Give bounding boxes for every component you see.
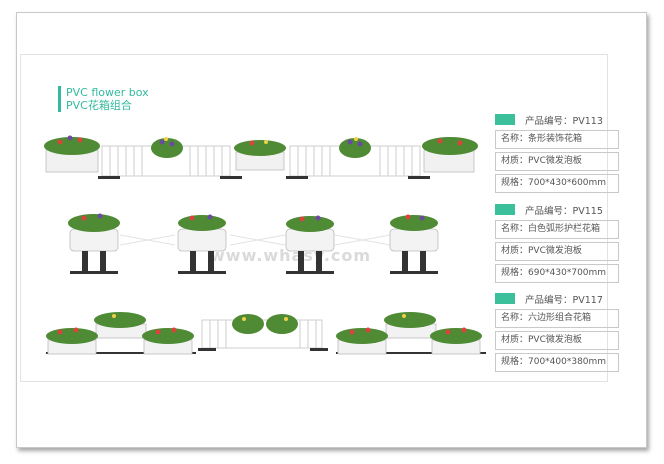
heading-chinese: PVC花箱组合 [66,99,132,112]
product-image-pv117 [40,300,490,360]
product-image-pv115 [40,205,490,274]
content-frame [20,54,608,382]
product-material: 材质：PVC微发泡板 [495,331,619,350]
heading-accent-bar [58,86,61,112]
product-code: 产品编号：PV113 [525,116,603,127]
spec-swatch [495,293,515,304]
product-name: 名称：白色弧形护栏花箱 [495,220,619,239]
spec-panel-pv115: 产品编号：PV115 名称：白色弧形护栏花箱 材质：PVC微发泡板 规格：690… [495,203,619,283]
heading-english: PVC flower box [66,86,149,99]
product-material: 材质：PVC微发泡板 [495,242,619,261]
spec-panel-pv113: 产品编号：PV113 名称：条形装饰花箱 材质：PVC微发泡板 规格：700*4… [495,113,619,193]
product-material: 材质：PVC微发泡板 [495,152,619,171]
product-image-pv113 [40,126,490,186]
spec-swatch [495,204,515,215]
product-size: 规格：700*430*600mm [495,174,619,193]
spec-swatch [495,114,515,125]
product-name: 名称：条形装饰花箱 [495,130,619,149]
product-size: 规格：700*400*380mm [495,353,619,372]
product-name: 名称：六边形组合花箱 [495,309,619,328]
product-code: 产品编号：PV115 [525,206,603,217]
product-size: 规格：690*430*700mm [495,264,619,283]
spec-panel-pv117: 产品编号：PV117 名称：六边形组合花箱 材质：PVC微发泡板 规格：700*… [495,292,619,372]
product-code: 产品编号：PV117 [525,295,603,306]
